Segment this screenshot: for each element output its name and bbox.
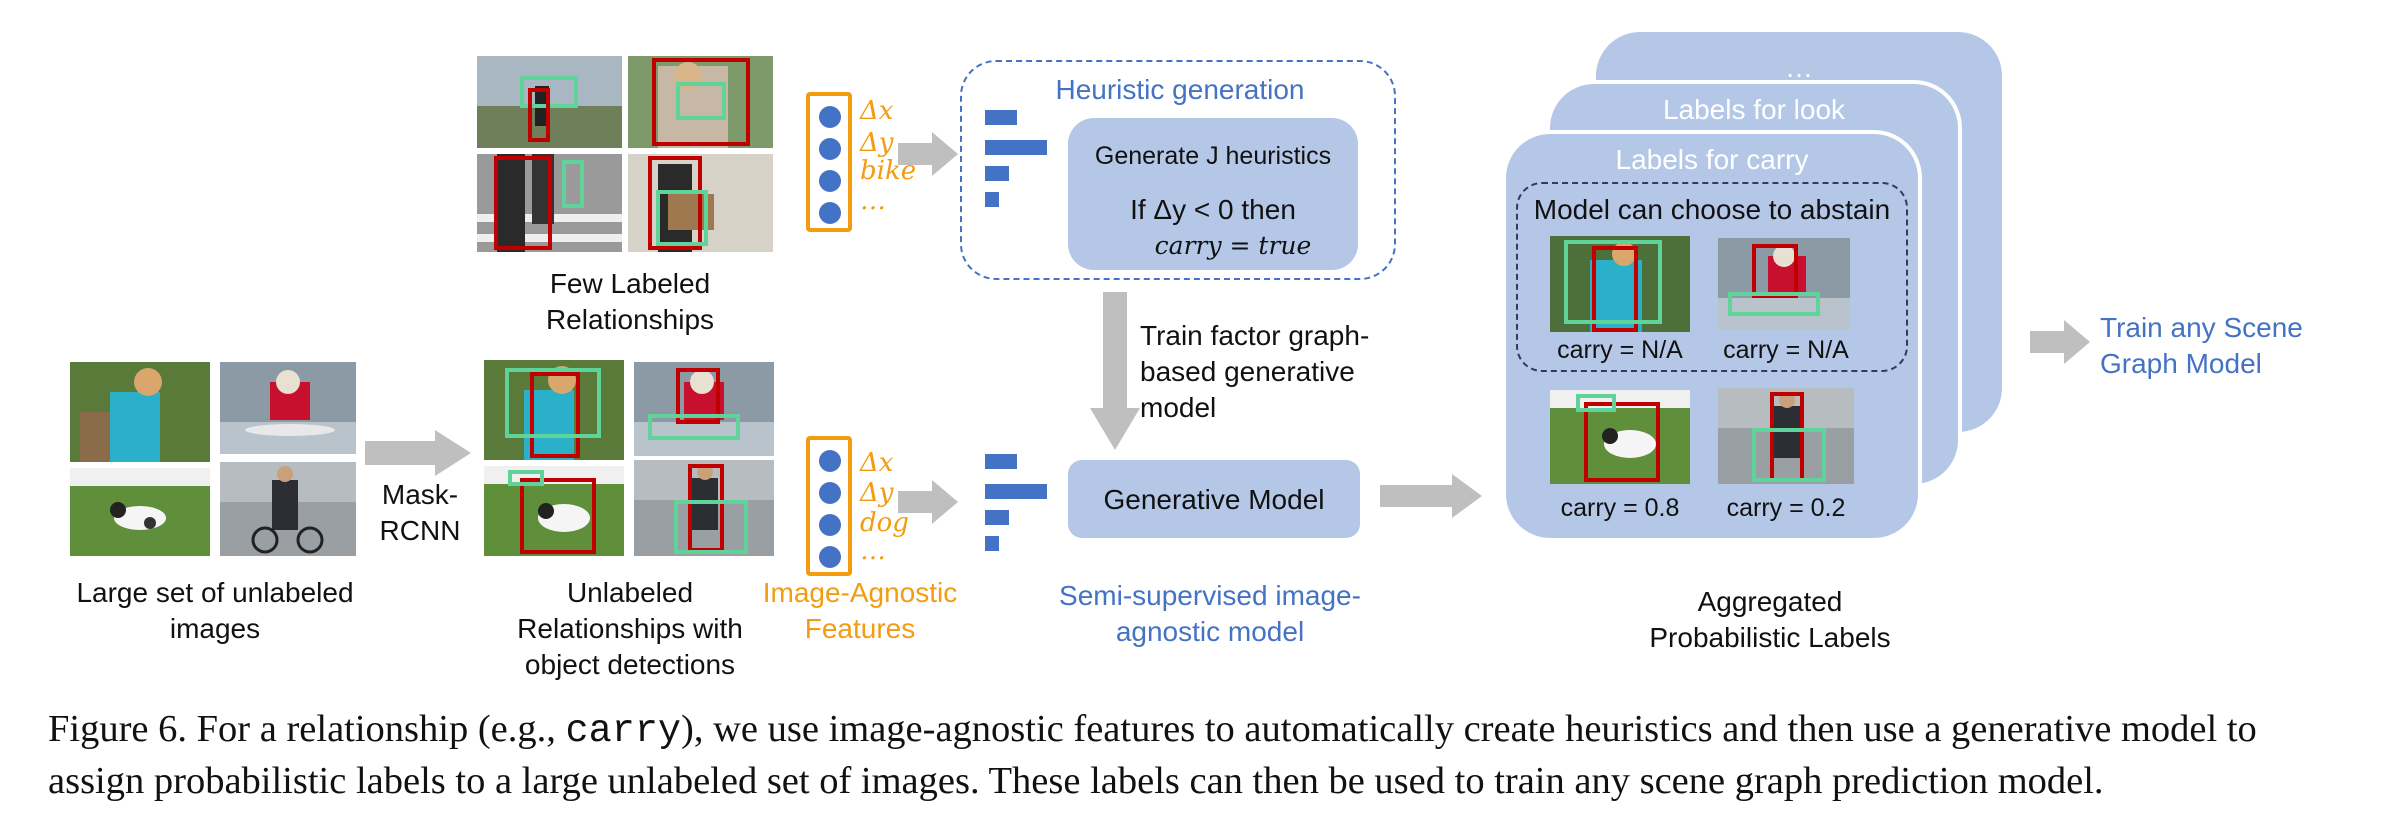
red-detection-box [520, 478, 596, 554]
feature-dot [819, 450, 841, 472]
feature-dot [819, 170, 841, 192]
arrow-features-to-bars-bottom [898, 480, 958, 524]
red-detection-box [1592, 246, 1638, 332]
figure-caption: Figure 6. For a relationship (e.g., carr… [48, 704, 2348, 806]
feature-dot [819, 482, 841, 504]
label-value-4: carry = 0.2 [1726, 494, 1846, 522]
heuristic-generation-title: Heuristic generation [1055, 74, 1305, 105]
heuristic-rule-line2: carry = true [1154, 231, 1312, 260]
feature-dot [819, 202, 841, 224]
heuristic-generation-box [960, 60, 1396, 280]
caption-code: carry [565, 709, 682, 753]
feature-dot [819, 514, 841, 536]
feature-column-bottom [806, 436, 852, 576]
aggregated-label: Aggregated Probabilistic Labels [1649, 586, 1891, 653]
large-set-label: Large set of unlabeled images [76, 577, 354, 644]
photo-dog-frisbee [70, 468, 210, 556]
thumb-man-bicycle [1718, 388, 1854, 484]
arrow-to-maskrcnn [365, 430, 471, 476]
green-detection-box [1576, 394, 1616, 412]
label-value-2: carry = N/A [1723, 336, 1849, 364]
unlabeled-relationships-label: Unlabeled Relationships with object dete… [517, 577, 743, 680]
arrow-features-to-bars-top [898, 132, 958, 176]
heuristic-rule-line1: If Δy < 0 then [1130, 194, 1296, 225]
red-detection-box [648, 156, 702, 250]
feature-column-top [806, 92, 852, 232]
feature-dx-bottom: Δx [860, 448, 894, 478]
feature-ellipsis-bottom: … [860, 536, 886, 566]
photo-person-dog [70, 362, 210, 462]
feature-dy-bottom: Δy [860, 478, 894, 508]
label-card-back-title: … [1785, 52, 1813, 83]
bar [985, 484, 1047, 499]
green-detection-box [1564, 240, 1662, 324]
red-detection-box [494, 156, 552, 250]
feature-dot [819, 546, 841, 568]
bar [985, 140, 1047, 155]
label-value-1: carry = N/A [1557, 336, 1683, 364]
feature-dot [819, 106, 841, 128]
green-detection-box [1752, 428, 1826, 482]
red-detection-box [652, 58, 750, 146]
train-factor-label: Train factor graph-based generative mode… [1140, 320, 1370, 423]
image-agnostic-features-label: Image-Agnostic Features [762, 577, 958, 644]
green-detection-box [674, 500, 748, 554]
green-detection-box [1728, 292, 1820, 316]
bar [985, 510, 1009, 525]
red-detection-box [676, 368, 720, 424]
photo-dog-surfing [220, 362, 356, 454]
bar [985, 110, 1017, 125]
label-card-middle-title: Labels for look [1662, 94, 1846, 125]
red-detection-box [530, 372, 580, 458]
bar [985, 536, 999, 551]
green-detection-box [505, 368, 601, 438]
generate-heuristics-box [1068, 118, 1358, 270]
generative-model-label: Generative Model [1103, 484, 1325, 515]
arrow-labels-to-train [2030, 320, 2090, 364]
feature-dot [819, 138, 841, 160]
generate-heuristics-label: Generate J heuristics [1094, 142, 1332, 170]
bar [985, 192, 999, 207]
train-any-scene-graph-label: Train any Scene Graph Model [2100, 312, 2303, 379]
green-detection-box [508, 470, 544, 486]
feature-dx-top: Δx [860, 96, 894, 126]
generative-model-box [1068, 460, 1360, 538]
green-detection-box [656, 190, 708, 246]
arrow-model-to-labels [1380, 474, 1482, 518]
feature-ellipsis-top: … [860, 186, 886, 216]
arrow-heuristic-to-model [1090, 292, 1140, 450]
caption-part1: Figure 6. For a relationship (e.g., [48, 708, 566, 750]
green-detection-box [648, 414, 740, 440]
few-labeled-label: Few Labeled Relationships [545, 268, 715, 335]
feature-dy-top: Δy [860, 128, 894, 158]
bar [985, 166, 1009, 181]
label-value-3: carry = 0.8 [1560, 494, 1680, 522]
abstain-box [1516, 182, 1908, 372]
red-detection-box [1752, 244, 1798, 298]
label-card-front-title: Labels for carry [1615, 144, 1809, 175]
caption-part2: ), we use image-agnostic features to aut… [48, 708, 2257, 802]
abstain-title: Model can choose to abstain [1533, 194, 1891, 225]
bar [985, 454, 1017, 469]
photo-man-bicycle-detected [634, 460, 774, 556]
maskrcnn-label: Mask-RCNN [379, 479, 461, 546]
red-detection-box [528, 88, 550, 142]
red-detection-box [1584, 402, 1660, 482]
green-detection-box [676, 82, 726, 120]
semi-supervised-label: Semi-supervised image-agnostic model [1059, 580, 1361, 647]
green-detection-box [562, 160, 584, 208]
photo-man-bicycle [220, 462, 356, 556]
